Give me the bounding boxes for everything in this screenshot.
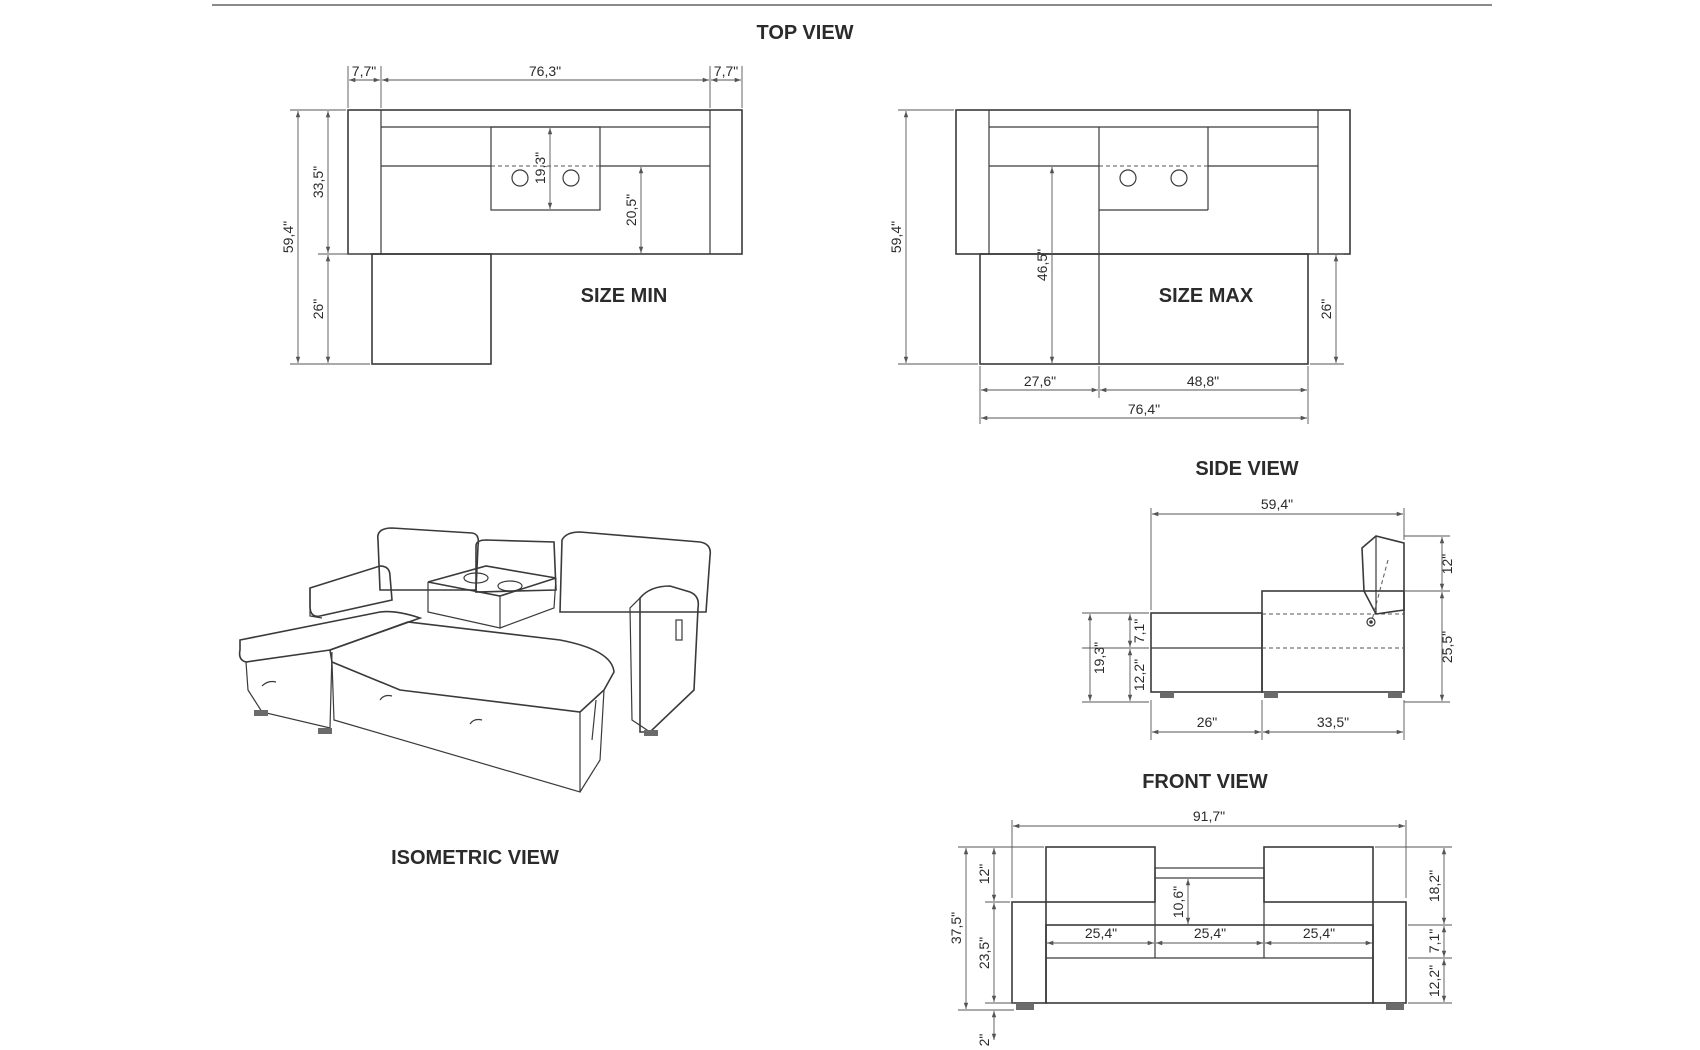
dim-width-total: 76,4" <box>1128 401 1160 417</box>
dim-seat-depth-min: 33,5" <box>310 166 326 198</box>
title-side-view: SIDE VIEW <box>1195 458 1298 480</box>
dim-front-base: 12,2" <box>1426 965 1442 997</box>
top-view-size-max: 59,4" 46,5" 26" 27,6" 48,8" 76,4" <box>888 109 1351 424</box>
isometric-sofa-illustration <box>238 527 712 793</box>
title-size-min: SIZE MIN <box>581 285 668 307</box>
title-front-view: FRONT VIEW <box>1142 771 1268 793</box>
side-view: 59,4" 12" 25,5" 19,3" 7,1" 12,2" 26" 33,… <box>1082 496 1455 740</box>
dim-side-back: 12" <box>1439 554 1455 575</box>
dim-side-rear: 33,5" <box>1317 714 1349 730</box>
dim-front-legs: 2" <box>976 1034 992 1047</box>
dim-side-depth: 59,4" <box>1261 496 1293 512</box>
dim-console-min: 19,3" <box>532 152 548 184</box>
title-isometric-view: ISOMETRIC VIEW <box>391 847 559 869</box>
dim-chaise-max: 26" <box>1318 299 1334 320</box>
dim-width-1: 27,6" <box>1024 373 1056 389</box>
dim-width-2: 48,8" <box>1187 373 1219 389</box>
dim-front-seat-1: 25,4" <box>1085 925 1117 941</box>
dim-seat-inner-min: 20,5" <box>623 194 639 226</box>
dim-front-seat-3: 25,4" <box>1303 925 1335 941</box>
dim-chaise-min: 26" <box>310 299 326 320</box>
front-view: 91,7" 37,5" 12" 23,5" 2" 10,6" 25,4" 25,… <box>948 808 1452 1046</box>
dim-side-seat-h: 19,3" <box>1091 642 1107 674</box>
dim-arm-right: 7,7" <box>714 63 738 79</box>
dim-front-height-total: 37,5" <box>948 912 964 944</box>
dim-total-depth-max: 59,4" <box>888 221 904 253</box>
dim-front-width: 91,7" <box>1193 808 1225 824</box>
dim-total-depth-min: 59,4" <box>280 221 296 253</box>
dim-side-base: 12,2" <box>1131 659 1147 691</box>
dim-bed-depth: 46,5" <box>1034 249 1050 281</box>
dim-front-back-top: 12" <box>976 864 992 885</box>
dim-front-cushion: 7,1" <box>1426 929 1442 953</box>
dim-front-console-h: 10,6" <box>1170 886 1186 918</box>
title-top-view: TOP VIEW <box>756 22 853 44</box>
dim-side-front: 26" <box>1197 714 1218 730</box>
dim-front-lower: 23,5" <box>976 937 992 969</box>
top-view-size-min: 7,7" 76,3" 7,7" 59,4" 33,5" 26" 19,3" 20… <box>280 63 743 365</box>
dim-side-cushion: 7,1" <box>1131 619 1147 643</box>
dim-arm-left: 7,7" <box>352 63 376 79</box>
dim-front-seat-2: 25,4" <box>1194 925 1226 941</box>
dim-inner-width: 76,3" <box>529 63 561 79</box>
dim-side-back-h: 25,5" <box>1439 631 1455 663</box>
dim-front-back-h: 18,2" <box>1426 870 1442 902</box>
title-size-max: SIZE MAX <box>1159 285 1254 307</box>
